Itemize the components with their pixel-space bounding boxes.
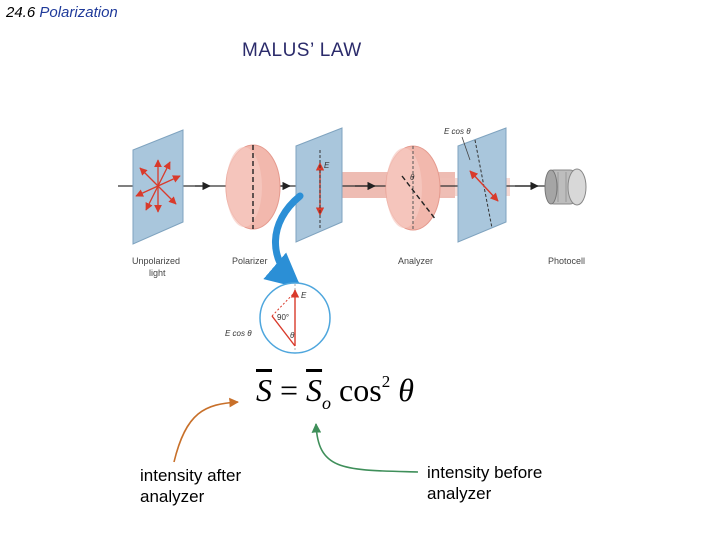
- label-polarizer: Polarizer: [232, 256, 268, 266]
- analyzed-field-arrow-down: [483, 185, 499, 202]
- malus-law-equation: S = So cos2 θ: [256, 372, 414, 414]
- inset-theta-label: θ: [290, 331, 295, 340]
- label-analyzer: Analyzer: [398, 256, 433, 266]
- analyzed-plate: [457, 127, 507, 243]
- equation-equals: =: [272, 372, 307, 408]
- e-cos-theta-top-label: E cos θ: [444, 127, 471, 136]
- label-unpolarized: Unpolarized: [132, 256, 180, 266]
- before-analyzer-arrow: [311, 423, 419, 473]
- polarized-plate: [295, 127, 343, 243]
- analyzed-field-arrow: [469, 170, 485, 187]
- inset-90-label: 90°: [277, 313, 289, 322]
- photocell: [544, 168, 587, 206]
- theta-label: θ: [410, 173, 415, 182]
- annotation-before-line1: intensity before: [427, 463, 543, 482]
- analyzer-lens: [385, 145, 441, 231]
- polarizer-lens: [225, 144, 281, 230]
- inset-projection: [271, 291, 296, 317]
- equation-subscript: o: [322, 393, 332, 413]
- inset-pointer-arrow: [263, 192, 304, 289]
- e-cos-pointer: [461, 136, 471, 161]
- section-topic: Polarization: [39, 4, 118, 21]
- annotation-intensity-before: intensity before analyzer: [427, 462, 542, 504]
- e-field-label: E: [324, 161, 330, 170]
- label-photocell: Photocell: [548, 256, 585, 266]
- inset-component: [271, 315, 296, 347]
- annotation-before-line2: analyzer: [427, 484, 492, 503]
- label-light: light: [149, 268, 166, 278]
- inset-e-label: E: [301, 291, 307, 300]
- equation-lhs: S: [256, 372, 272, 408]
- equation-angle: θ: [390, 372, 414, 408]
- annotation-intensity-after: intensity after analyzer: [140, 465, 241, 507]
- equation-func: cos: [331, 372, 382, 408]
- section-number: 24.6: [6, 4, 36, 21]
- unpolarized-field-arrows: [135, 159, 181, 213]
- equation-power: 2: [381, 372, 391, 391]
- after-analyzer-arrow: [173, 397, 239, 463]
- equation-rhs-var: S: [306, 372, 323, 408]
- annotation-after-line1: intensity after: [140, 466, 242, 485]
- annotation-after-line2: analyzer: [140, 487, 205, 506]
- e-cos-theta-inset-label: E cos θ: [225, 329, 252, 338]
- slide-title: MALUS’ LAW: [242, 40, 362, 61]
- section-header: 24.6 Polarization: [6, 4, 118, 21]
